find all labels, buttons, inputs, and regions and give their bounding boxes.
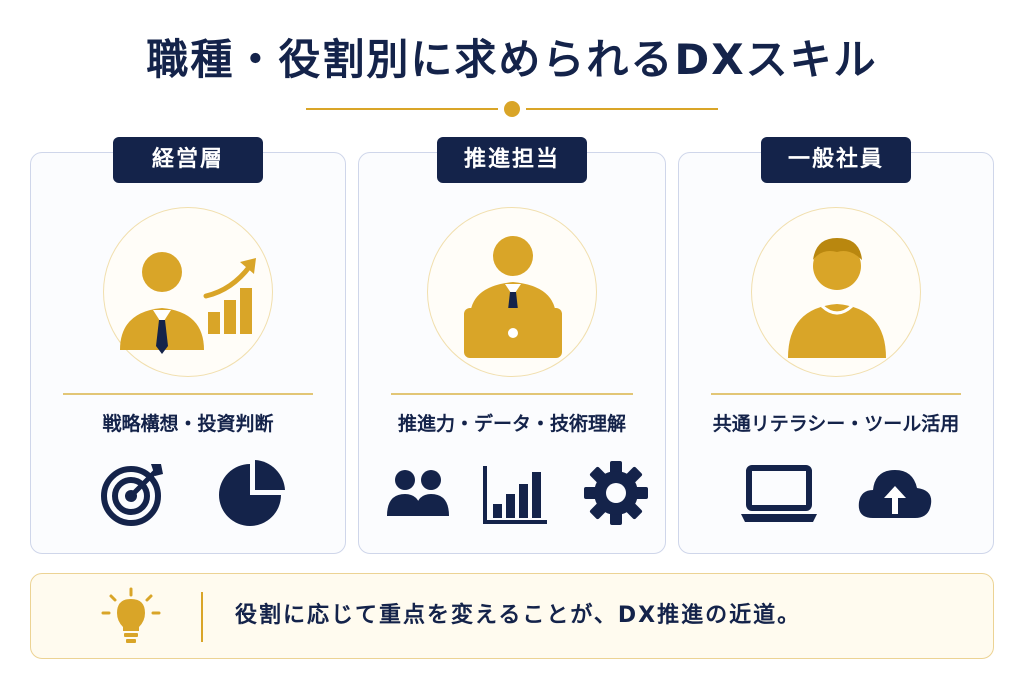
role-illustration [427, 207, 597, 377]
gear-icon [584, 461, 648, 525]
title-divider-dot [504, 101, 520, 117]
tip-message: 役割に応じて重点を変えることが、DX推進の近道。 [235, 603, 802, 628]
target-icon [101, 464, 163, 526]
cloud-upload-icon [858, 470, 932, 518]
role-skill: 戦略構想・投資判断 [102, 413, 274, 435]
role-skill: 推進力・データ・技術理解 [397, 413, 626, 435]
title-divider-right [526, 108, 718, 110]
tip-separator [201, 592, 203, 642]
page-title: 職種・役割別に求められるDXスキル [146, 35, 878, 84]
role-illustration [751, 207, 921, 377]
card-divider [391, 393, 633, 395]
role-badge: 経営層 [113, 137, 263, 183]
title-divider-left [306, 108, 498, 110]
card-divider [711, 393, 961, 395]
pie-chart-icon [219, 460, 285, 526]
executive-growth-icon [120, 252, 256, 354]
role-badge: 一般社員 [761, 137, 911, 183]
bar-chart-icon [483, 466, 547, 524]
role-card-employee: 一般社員 共通リテラシー・ツール活用 [678, 137, 994, 554]
role-skill: 共通リテラシー・ツール活用 [712, 413, 960, 435]
role-badge: 推進担当 [437, 137, 587, 183]
card-divider [63, 393, 313, 395]
role-illustration [103, 207, 273, 377]
role-card-promoter: 推進担当 推進力・データ・技術理解 [358, 137, 666, 554]
person-laptop-icon [464, 236, 562, 358]
employee-icon [788, 238, 886, 358]
laptop-icon [741, 465, 817, 522]
team-icon [387, 470, 449, 516]
role-card-executive: 経営層 戦略構想・投資判断 [30, 137, 346, 554]
lightbulb-icon [101, 587, 161, 643]
tip-banner: 役割に応じて重点を変えることが、DX推進の近道。 [30, 573, 994, 659]
